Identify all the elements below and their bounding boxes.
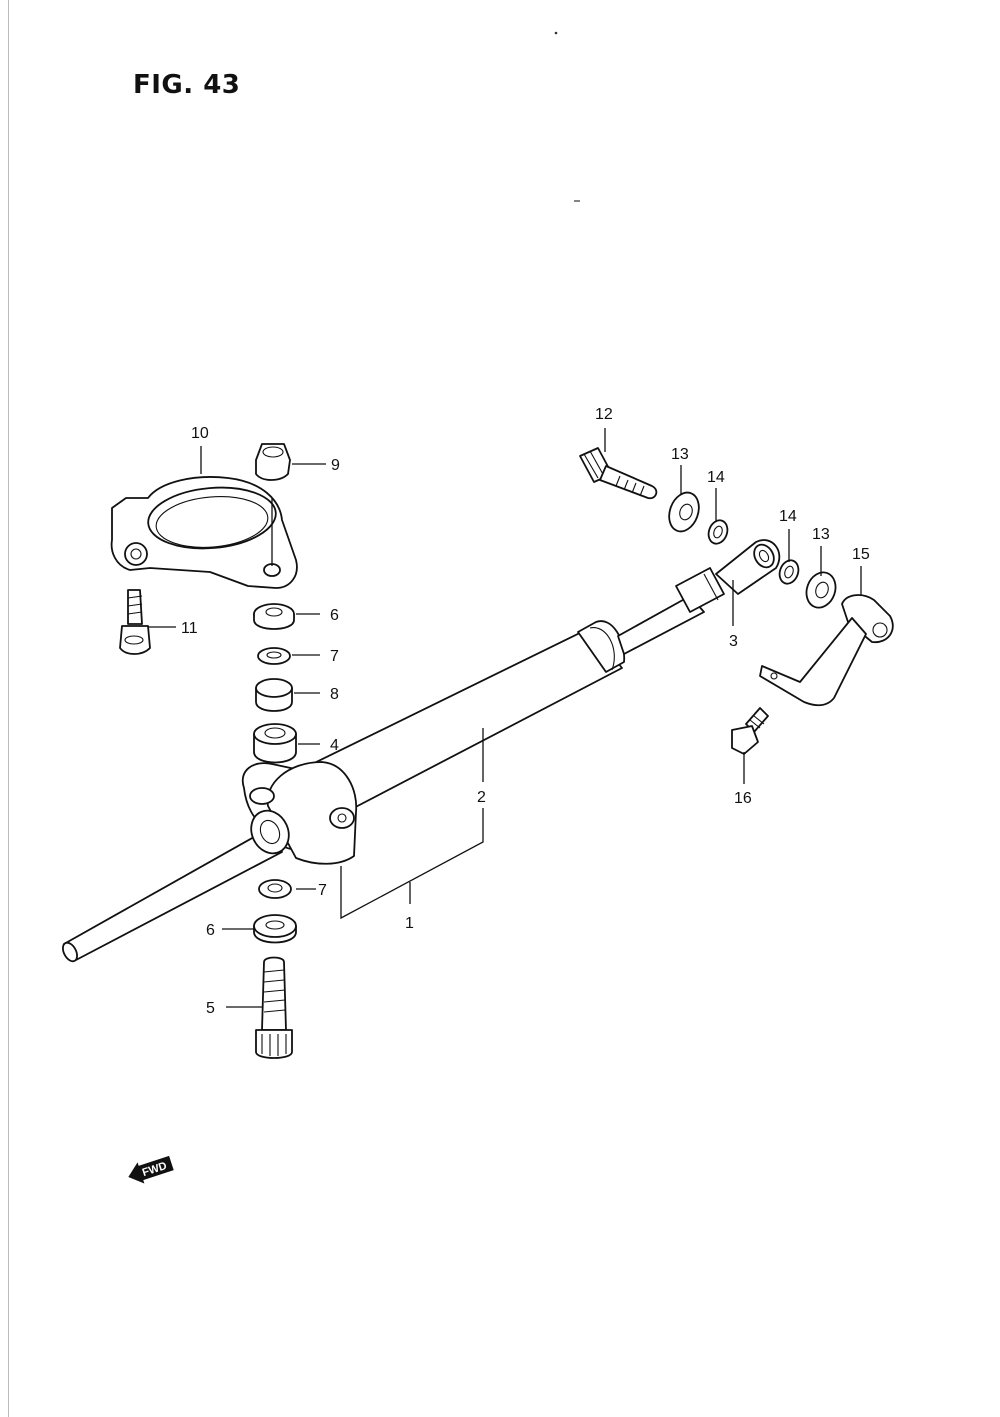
- forward-arrow-icon: FWD: [128, 1155, 174, 1184]
- bolt-16[interactable]: [731, 707, 769, 755]
- callout-3: 3: [729, 633, 738, 650]
- callout-14-right: 14: [779, 508, 797, 525]
- washer-14-left[interactable]: [705, 518, 730, 547]
- callout-13-left: 13: [671, 446, 689, 463]
- flange-nut[interactable]: [255, 443, 291, 481]
- callout-7-upper: 7: [330, 648, 339, 665]
- figure-title: FIG. 43: [133, 70, 241, 100]
- callout-4: 4: [330, 737, 339, 754]
- callout-12: 12: [595, 406, 613, 423]
- bolt-12[interactable]: [579, 447, 658, 500]
- callout-15: 15: [852, 546, 870, 563]
- damper-body[interactable]: [299, 620, 625, 813]
- washer-13-left[interactable]: [664, 488, 704, 535]
- callout-1: 1: [405, 915, 414, 932]
- damper-bracket-arm[interactable]: [759, 594, 894, 707]
- callout-6-upper: 6: [330, 607, 339, 624]
- spacer-8[interactable]: [255, 678, 293, 712]
- washer-7-lower[interactable]: [258, 879, 292, 899]
- callout-7-lower: 7: [318, 882, 327, 899]
- callout-13-right: 13: [812, 526, 830, 543]
- callout-5: 5: [206, 1000, 215, 1017]
- rod-end-eye[interactable]: [715, 539, 781, 595]
- washer-13-right[interactable]: [802, 568, 841, 611]
- callout-10: 10: [191, 425, 209, 442]
- callout-9: 9: [331, 457, 340, 474]
- page-edge-line: [8, 0, 9, 1417]
- callout-6-lower: 6: [206, 922, 215, 939]
- bearing-4[interactable]: [253, 723, 297, 764]
- washer-6-upper[interactable]: [253, 603, 295, 630]
- bolt-11[interactable]: [119, 589, 151, 655]
- callout-2: 2: [477, 789, 486, 806]
- bolt-5[interactable]: [255, 956, 293, 1059]
- washer-14-right[interactable]: [776, 558, 801, 587]
- callout-8: 8: [330, 686, 339, 703]
- damper-rod[interactable]: [60, 827, 283, 964]
- leader-lines: [148, 428, 862, 1008]
- damper-shaft[interactable]: [617, 567, 725, 655]
- washer-6-lower[interactable]: [253, 914, 297, 944]
- washer-7-upper[interactable]: [257, 647, 291, 665]
- clamp-bracket[interactable]: [110, 476, 298, 589]
- callout-16: 16: [734, 790, 752, 807]
- damper-mount-head[interactable]: [241, 761, 358, 865]
- callout-14-left: 14: [707, 469, 725, 486]
- callout-11: 11: [181, 620, 198, 637]
